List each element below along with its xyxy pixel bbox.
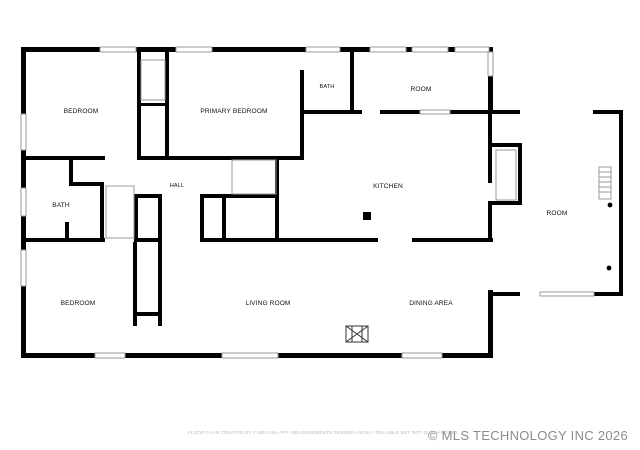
room-labels: BEDROOM PRIMARY BEDROOM BATH ROOM BATH H…: [52, 84, 567, 307]
room-label-bedroom-1: BEDROOM: [64, 108, 99, 115]
copyright-watermark: © MLS TECHNOLOGY INC 2026: [427, 428, 628, 443]
room-label-hall: HALL: [170, 183, 184, 189]
room-label-primary-bedroom: PRIMARY BEDROOM: [200, 108, 267, 115]
room-label-dining-area: DINING AREA: [409, 300, 453, 307]
exterior-walls: [21, 47, 623, 358]
room-label-room-top: ROOM: [411, 86, 432, 93]
room-label-room-right: ROOM: [547, 210, 568, 217]
interior-walls: [21, 52, 522, 326]
room-label-bedroom-2: BEDROOM: [61, 300, 96, 307]
floorplan-credit: FLOOR PLAN CREATED BY CUBICASA APP. MEAS…: [188, 430, 459, 435]
windows: [20, 46, 595, 359]
fixtures: [105, 59, 613, 343]
room-label-kitchen: KITCHEN: [373, 183, 403, 190]
room-label-living-room: LIVING ROOM: [245, 300, 290, 307]
room-label-bath-left: BATH: [52, 202, 70, 209]
room-label-bath-top: BATH: [320, 84, 335, 90]
